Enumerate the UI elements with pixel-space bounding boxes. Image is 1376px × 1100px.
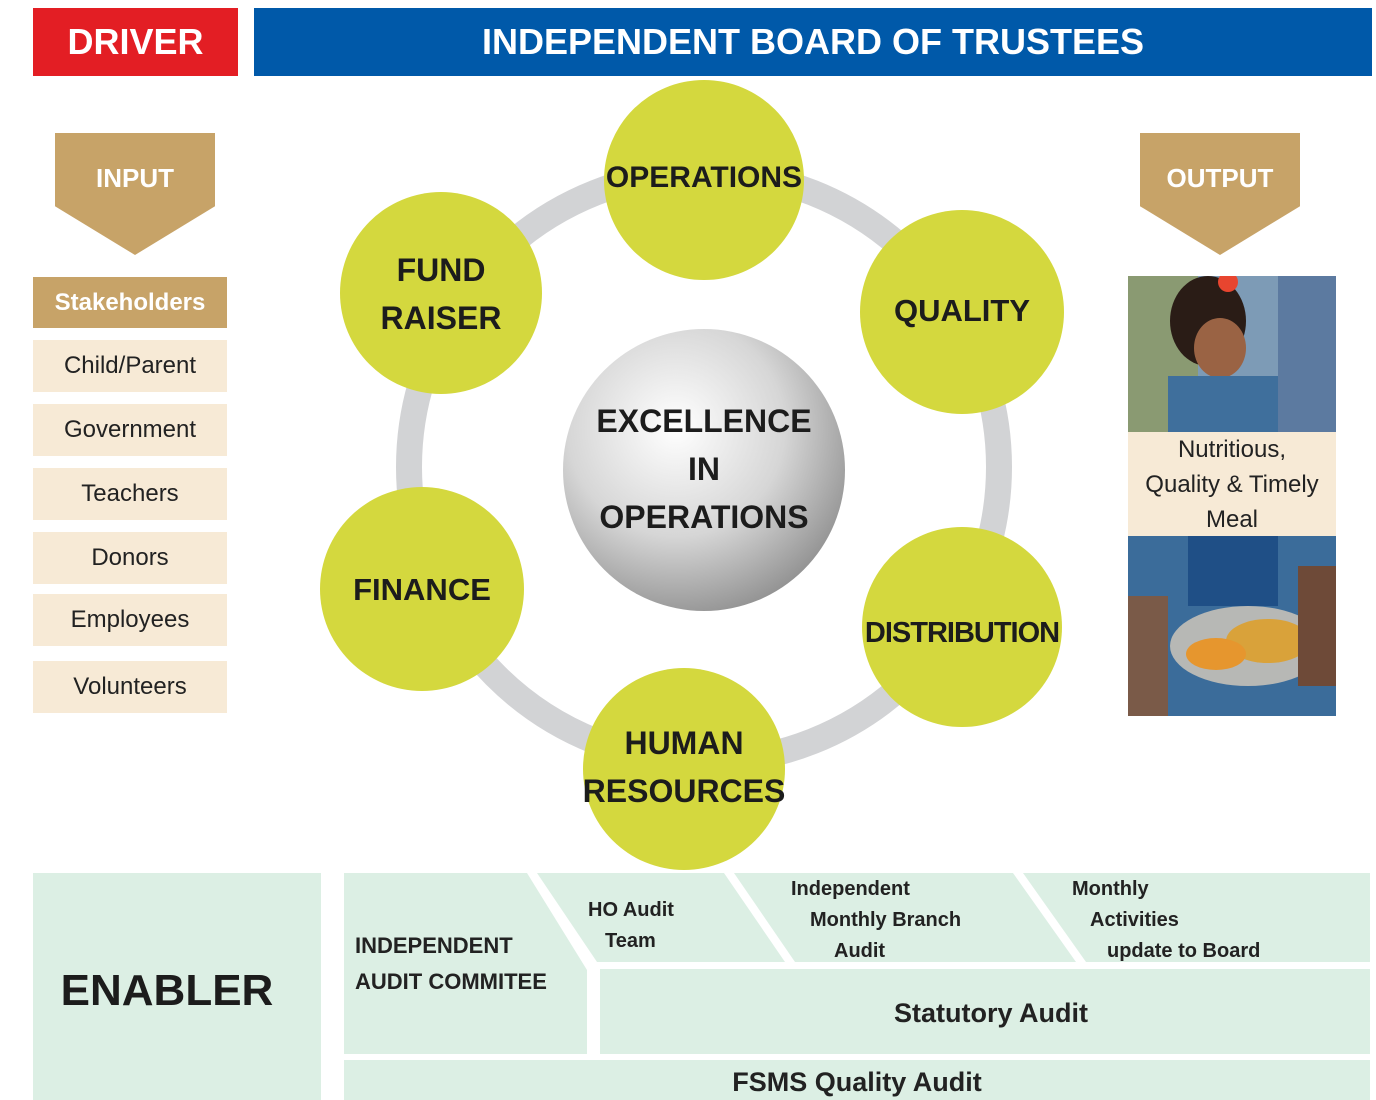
ho-audit-label-line: Team [605,930,656,952]
branch-audit-label-line: Audit [834,940,886,962]
audit-committee-label-line: INDEPENDENT [355,933,513,958]
center-label-line: IN [688,451,720,487]
enabler-panel [33,873,321,1100]
monthly-update-label-line: Monthly [1072,878,1149,900]
fund-raiser-label: FUND RAISER [341,246,541,342]
audit-committee-label: INDEPENDENT AUDIT COMMITEE [355,928,595,1000]
meal-serving-photo [1128,536,1336,716]
statutory-audit-shape [600,969,1370,1054]
monthly-update-label-line: Activities [1090,909,1179,931]
operations-label: OPERATIONS [605,161,803,194]
stakeholder-item: Child/Parent [33,340,227,392]
center-label: EXCELLENCE IN OPERATIONS [564,397,844,541]
child-eating-photo [1128,276,1336,432]
human-resources-label-line: HUMAN [624,725,744,761]
center-label-line: EXCELLENCE [596,403,812,439]
distribution-circle [862,527,1062,727]
audit-committee-label-line: AUDIT COMMITEE [355,969,547,994]
ho-audit-shape [537,873,785,962]
branch-audit-label-line: Independent [791,878,910,900]
branch-audit-label: Independent Monthly Branch Audit [791,874,1021,967]
excellence-center-circle [563,329,845,611]
finance-label: FINANCE [353,572,491,607]
ho-audit-label: HO Audit Team [588,895,728,957]
stakeholder-item: Donors [33,532,227,584]
fsms-audit-shape [344,1060,1370,1100]
audit-committee-shape [344,873,587,1054]
branch-audit-shape [734,873,1076,962]
output-caption-line: Nutritious, [1177,436,1287,463]
human-resources-circle [583,668,785,870]
fund-raiser-label-line: RAISER [380,300,502,336]
quality-circle [860,210,1064,414]
monthly-update-label: Monthly Activities update to Board [1072,874,1332,967]
fund-raiser-circle [340,192,542,394]
distribution-label: DISTRIBUTION [864,617,1060,649]
stakeholders-header: Stakeholders [33,277,227,328]
driver-banner: DRIVER [33,8,238,76]
stakeholder-item: Volunteers [33,661,227,713]
human-resources-label-line: RESOURCES [582,773,786,809]
statutory-audit-label: Statutory Audit [894,998,1088,1028]
output-caption: Nutritious, Quality & Timely Meal [1128,432,1336,536]
board-of-trustees-banner: INDEPENDENT BOARD OF TRUSTEES [254,8,1372,76]
finance-circle [320,487,524,691]
ho-audit-label-line: HO Audit [588,899,674,921]
operations-circle [604,80,804,280]
quality-label: QUALITY [893,293,1031,328]
human-resources-label: HUMAN RESOURCES [574,719,794,815]
monthly-update-label-line: update to Board [1107,940,1261,962]
output-caption-line: Meal [1205,506,1259,533]
enabler-title: ENABLER [60,966,274,1015]
fund-raiser-label-line: FUND [396,252,486,288]
monthly-update-shape [1023,873,1370,962]
branch-audit-label-line: Monthly Branch [810,909,962,931]
output-caption-line: Quality & Timely [1145,471,1319,498]
stakeholder-item: Employees [33,594,227,646]
stakeholder-item: Government [33,404,227,456]
fsms-audit-label: FSMS Quality Audit [732,1067,982,1097]
stakeholder-item: Teachers [33,468,227,520]
center-label-line: OPERATIONS [599,499,809,535]
